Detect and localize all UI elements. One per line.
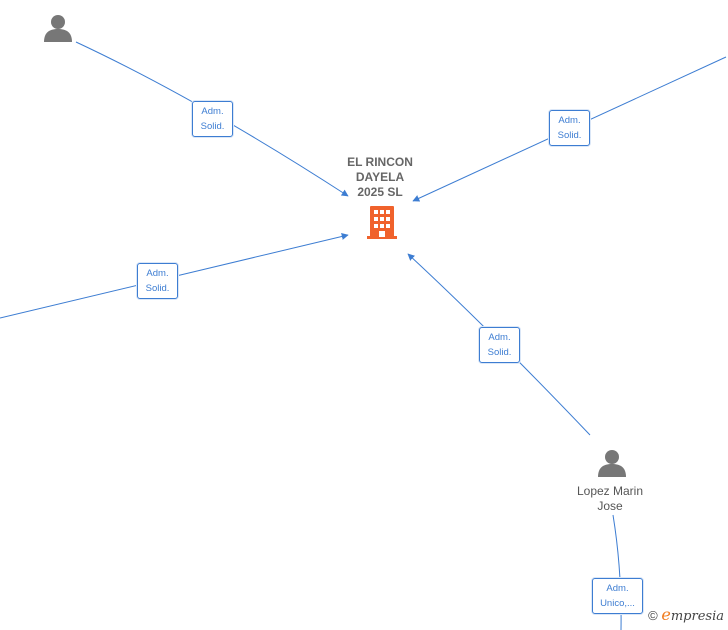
edge-bottom bbox=[612, 514, 622, 630]
person-icon[interactable] bbox=[44, 15, 72, 42]
edge-label-top-left[interactable]: Adm. Solid. bbox=[192, 101, 233, 137]
edge-label-bottom[interactable]: Adm. Unico,... bbox=[592, 578, 643, 614]
building-icon[interactable] bbox=[367, 206, 397, 239]
edge-label-line: Adm. bbox=[201, 106, 224, 117]
company-name-line: EL RINCON bbox=[347, 155, 413, 169]
edge-label-line: Solid. bbox=[487, 347, 512, 358]
company-name-line: 2025 SL bbox=[357, 185, 403, 199]
brand-initial: e bbox=[661, 605, 671, 624]
edge-label-line: Adm. bbox=[146, 268, 169, 279]
person-name-line: Jose bbox=[597, 499, 623, 513]
brand-name: empresia bbox=[661, 605, 724, 624]
edge-label-top-right[interactable]: Adm. Solid. bbox=[549, 110, 590, 146]
edge-label-line: Adm. bbox=[606, 583, 629, 594]
edge-label-lopez[interactable]: Adm. Solid. bbox=[479, 327, 520, 363]
company-name-line: DAYELA bbox=[355, 170, 405, 184]
edge-label-line: Adm. bbox=[488, 332, 511, 343]
person-name-line: Lopez Marin bbox=[576, 484, 644, 498]
empresia-watermark: © empresia bbox=[648, 605, 724, 624]
edge-label-line: Adm. bbox=[558, 115, 581, 126]
edge-label-line: Unico,... bbox=[600, 598, 635, 609]
copyright-symbol: © bbox=[648, 608, 658, 623]
edge-label-line: Solid. bbox=[145, 283, 170, 294]
edge-label-line: Solid. bbox=[557, 130, 582, 141]
edge-label-line: Solid. bbox=[200, 121, 225, 132]
person-name[interactable]: Lopez Marin Jose bbox=[560, 484, 660, 514]
company-name[interactable]: EL RINCON DAYELA 2025 SL bbox=[330, 155, 430, 200]
person-icon[interactable] bbox=[598, 450, 626, 477]
edge-label-left[interactable]: Adm. Solid. bbox=[137, 263, 178, 299]
brand-rest: mpresia bbox=[670, 609, 724, 624]
